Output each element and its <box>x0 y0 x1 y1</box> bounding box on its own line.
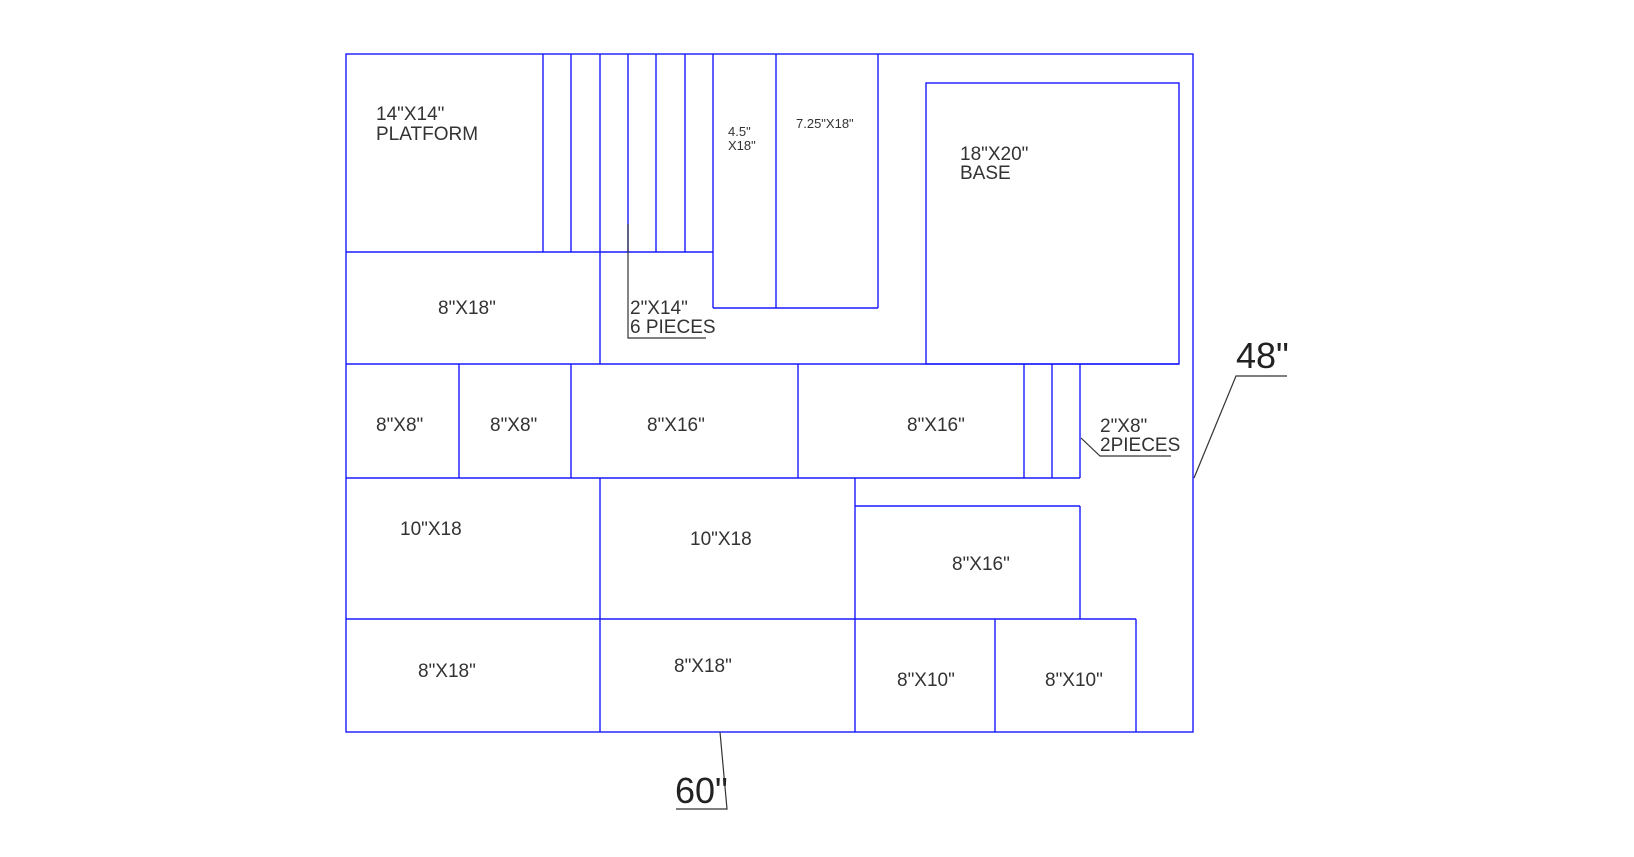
piece-label: 8"X16" <box>952 554 1010 575</box>
overall-height-label: 48" <box>1236 335 1289 376</box>
callout-leader <box>1080 437 1171 457</box>
piece-label: 8"X16" <box>907 415 965 436</box>
stock-sheet-outline <box>345 53 1194 733</box>
piece-label: 8"X18" <box>418 661 476 682</box>
callout-label-2x8: 2"X8" 2PIECES <box>1100 416 1180 456</box>
callout-leader <box>627 224 706 339</box>
piece-label: 8"X10" <box>897 670 955 691</box>
piece-label: 8"X16" <box>647 415 705 436</box>
piece-label: 8"X8" <box>490 415 537 436</box>
piece-label-7-25x18: 7.25"X18" <box>796 116 854 131</box>
piece-label: 8"X10" <box>1045 670 1103 691</box>
piece-label-4-5x18: 4.5" X18" <box>728 124 756 153</box>
piece-label: 8"X8" <box>376 415 423 436</box>
piece-label-platform: 14"X14" PLATFORM <box>376 104 478 145</box>
base-outline <box>925 82 1180 365</box>
overall-width-label: 60" <box>675 770 728 811</box>
dimension-leader <box>676 731 728 810</box>
piece-label-base: 18"X20" BASE <box>960 144 1034 184</box>
piece-label: 8"X18" <box>674 656 732 677</box>
piece-label: 10"X18 <box>690 529 752 550</box>
callout-label-2x14: 2"X14" 6 PIECES <box>630 298 716 338</box>
piece-label: 10"X18 <box>400 519 462 540</box>
dimension-leader <box>1193 375 1287 479</box>
piece-label: 8"X18" <box>438 298 496 319</box>
